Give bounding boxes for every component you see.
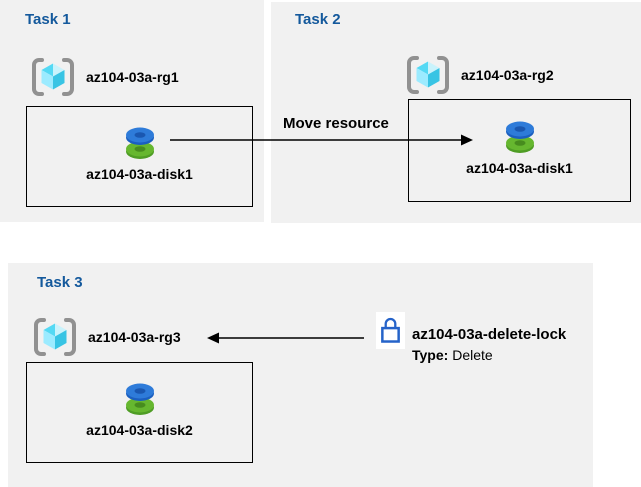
lock-type-line: Type: Delete <box>412 345 566 365</box>
lock-icon-background <box>376 312 405 349</box>
resource-group-icon <box>33 317 77 357</box>
lock-type-value: Delete <box>452 347 493 363</box>
lock-icon <box>379 315 402 346</box>
task2-title: Task 2 <box>295 11 341 28</box>
disk-name: az104-03a-disk2 <box>86 421 193 438</box>
resource-group-name: az104-03a-rg2 <box>461 67 554 83</box>
task3-resource-group: az104-03a-rg3 <box>33 317 181 357</box>
task2-panel <box>271 2 641 223</box>
resource-group-name: az104-03a-rg1 <box>86 69 179 85</box>
disk-icon <box>120 380 160 416</box>
task3-resource-box: az104-03a-disk2 <box>26 362 253 463</box>
task2-resource-box: az104-03a-disk1 <box>408 99 631 202</box>
resource-group-icon <box>406 55 450 95</box>
task3-panel <box>8 263 593 487</box>
resource-group-name: az104-03a-rg3 <box>88 329 181 345</box>
disk-icon <box>120 124 160 160</box>
disk-name: az104-03a-disk1 <box>466 159 573 176</box>
task1-resource-group: az104-03a-rg1 <box>31 57 179 97</box>
resource-group-icon <box>31 57 75 97</box>
lock-name: az104-03a-delete-lock <box>412 326 567 343</box>
task1-resource-box: az104-03a-disk1 <box>26 106 253 207</box>
disk-icon <box>500 118 540 154</box>
move-resource-label: Move resource <box>283 115 389 132</box>
lock-label-block: az104-03a-delete-lock Type: Delete <box>412 325 566 365</box>
task1-title: Task 1 <box>25 11 71 28</box>
lock-type-label: Type: <box>412 347 449 363</box>
task3-title: Task 3 <box>37 274 83 291</box>
disk-name: az104-03a-disk1 <box>86 165 193 182</box>
task2-resource-group: az104-03a-rg2 <box>406 55 554 95</box>
task1-panel <box>0 0 264 222</box>
